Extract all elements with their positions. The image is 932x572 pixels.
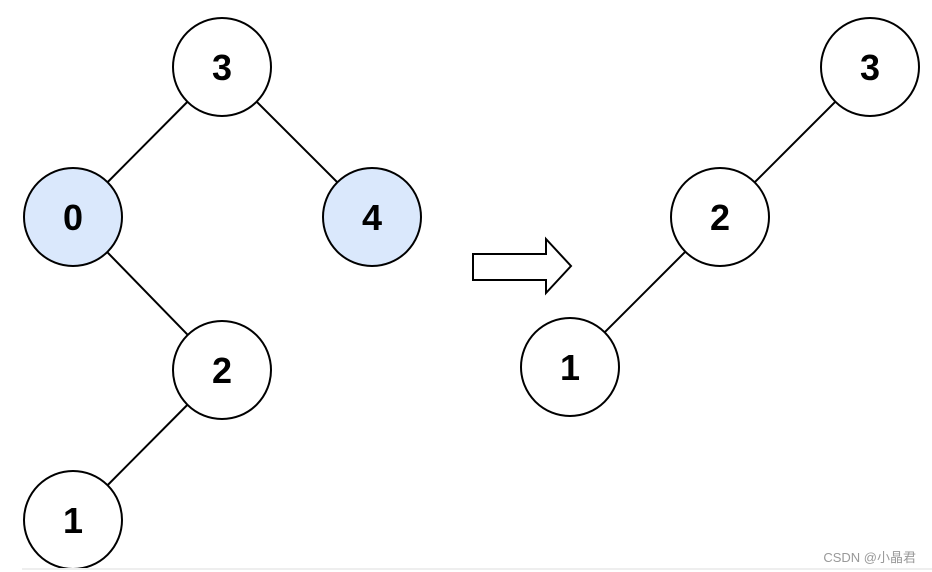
- right-tree-node-label: 2: [710, 197, 730, 238]
- left-tree-node-2: 2: [172, 320, 272, 420]
- left-tree-edge-l3-l0: [106, 101, 189, 183]
- right-tree-edge-r2-r1: [603, 250, 687, 334]
- right-tree-node-label: 1: [560, 347, 580, 388]
- right-tree-node-circle: [820, 17, 920, 117]
- transform-arrow: [472, 236, 573, 296]
- left-tree-edge-l0-l2: [106, 251, 189, 336]
- left-tree-node-label: 2: [212, 350, 232, 391]
- edges-layer: [106, 100, 837, 486]
- left-tree-edge-l2-l1: [106, 404, 189, 486]
- right-tree-node-circle: [670, 167, 770, 267]
- left-tree-node-4: 4: [322, 167, 422, 267]
- nodes-layer: 3 0 4 2 1 3 2 1: [23, 17, 920, 570]
- left-tree-node-label: 3: [212, 47, 232, 88]
- bottom-divider: [22, 568, 932, 570]
- left-tree-node-1: 1: [23, 470, 123, 570]
- right-tree-node-3: 3: [820, 17, 920, 117]
- left-tree-edge-l3-l4: [255, 100, 339, 184]
- left-tree-node-3: 3: [172, 17, 272, 117]
- right-tree-edge-r3-r2: [753, 100, 837, 184]
- watermark-text: CSDN @小晶君: [823, 550, 916, 565]
- right-tree-node-label: 3: [860, 47, 880, 88]
- right-tree-node-1: 1: [520, 317, 620, 417]
- left-tree-node-circle: [322, 167, 422, 267]
- left-tree-node-circle: [172, 320, 272, 420]
- left-tree-node-0: 0: [23, 167, 123, 267]
- right-tree-node-circle: [520, 317, 620, 417]
- left-tree-node-label: 1: [63, 500, 83, 541]
- left-tree-node-label: 0: [63, 197, 83, 238]
- left-tree-node-circle: [23, 167, 123, 267]
- left-tree-node-label: 4: [362, 197, 382, 238]
- right-tree-node-2: 2: [670, 167, 770, 267]
- left-tree-node-circle: [172, 17, 272, 117]
